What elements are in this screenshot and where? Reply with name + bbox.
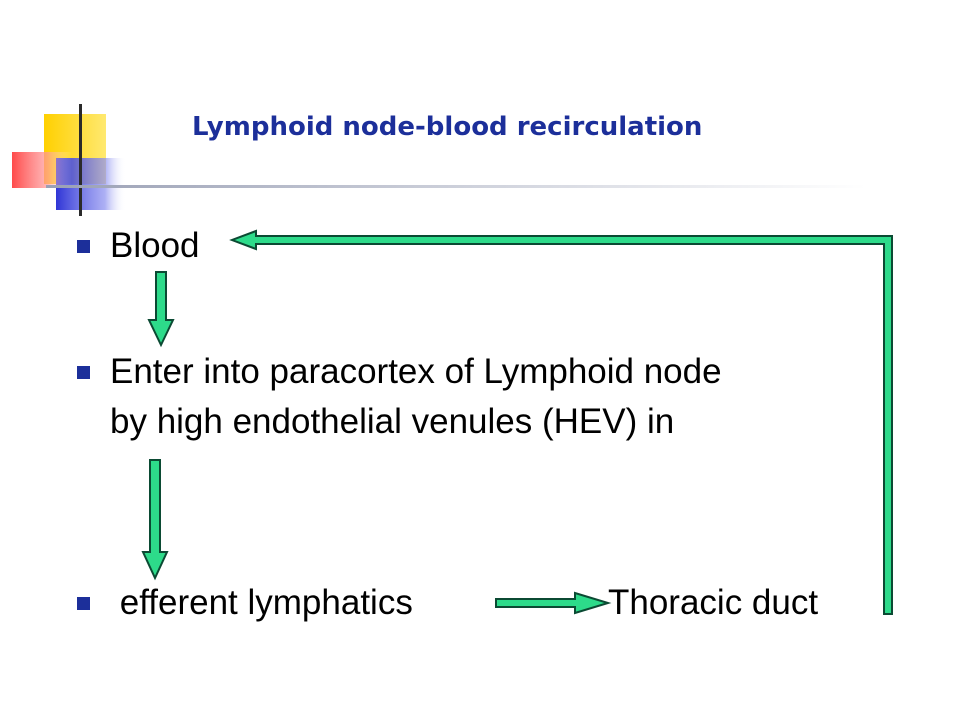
bullet-marker xyxy=(77,597,90,610)
thoracic-duct-text: Thoracic duct xyxy=(608,583,819,622)
down-arrow-blood-to-node xyxy=(147,271,175,348)
right-arrow-efferent-to-thoracic xyxy=(495,591,612,615)
bullet-marker xyxy=(77,366,90,379)
bullet-efferent-text: efferent lymphatics xyxy=(110,583,413,622)
deco-red-square xyxy=(12,152,72,188)
deco-horizontal-line xyxy=(46,185,866,188)
bullet-enter-line-2: by high endothelial venules (HEV) in xyxy=(110,402,675,441)
return-loop-thoracic-to-blood xyxy=(229,229,893,615)
bullet-blood-text: Blood xyxy=(110,226,200,265)
down-arrow-node-to-efferent xyxy=(141,459,169,581)
bullet-marker xyxy=(77,240,90,253)
slide-title: Lymphoid node-blood recirculation xyxy=(192,112,703,142)
deco-vertical-line xyxy=(79,104,82,216)
bullet-enter-line-1: Enter into paracortex of Lymphoid node xyxy=(110,352,722,391)
